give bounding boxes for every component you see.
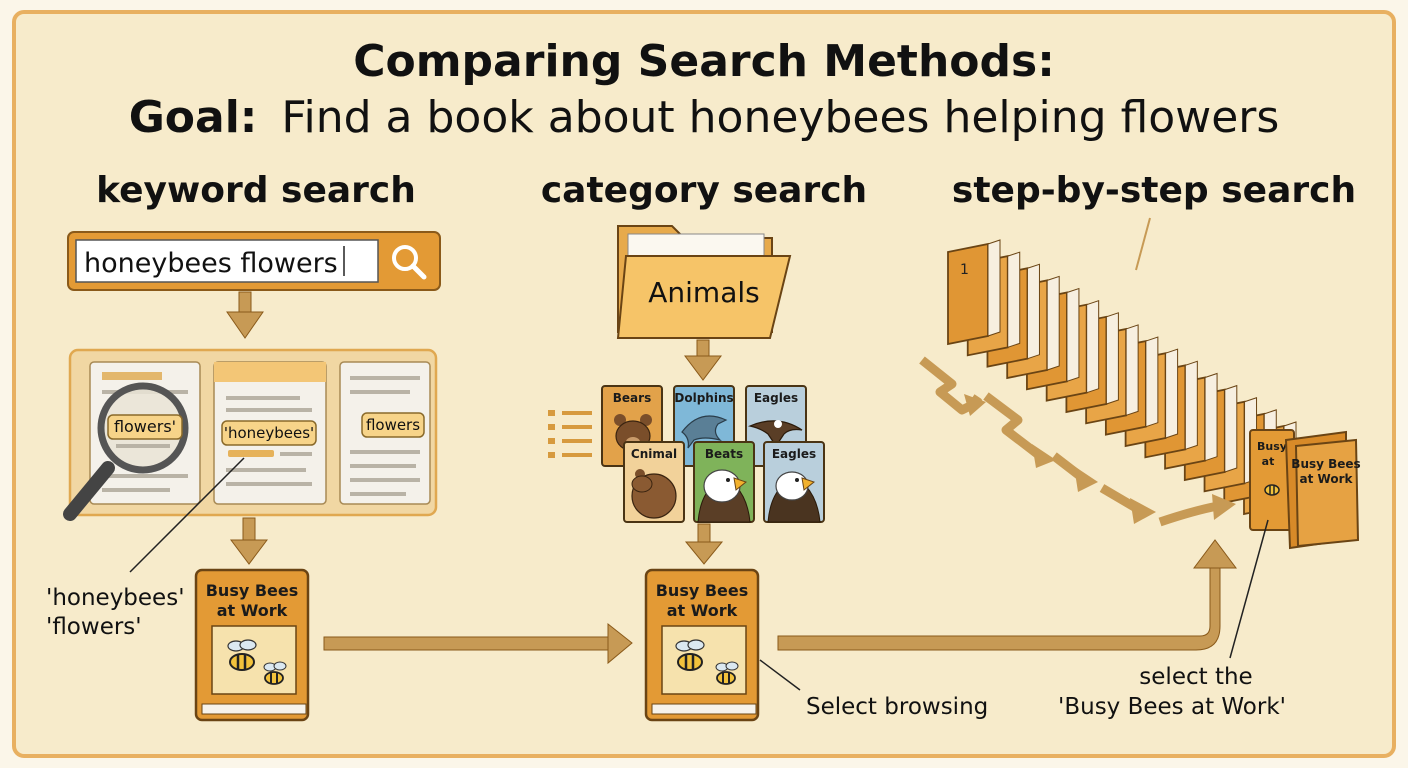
keyword-search-heading: keyword search — [96, 170, 416, 211]
folder-label: Animals — [648, 276, 759, 309]
magnifying-glass-icon: flowers' — [63, 382, 189, 521]
pointer-line — [1135, 217, 1151, 271]
highlight-flowers-text: flowers — [366, 416, 420, 434]
category-search-heading: category search — [541, 170, 867, 211]
search-input[interactable] — [75, 239, 379, 283]
bee-icon — [715, 661, 739, 685]
keyword-callout-2: 'flowers' — [46, 614, 142, 640]
highlight-honeybees-text: 'honeybees' — [224, 424, 314, 442]
category-card-beats[interactable]: Beats — [693, 441, 755, 523]
highlight-flowers — [361, 412, 425, 438]
keyword-callout-1: 'honeybees' — [46, 585, 185, 611]
folder-icon[interactable]: Animals — [616, 225, 792, 339]
step-caption-1: select the — [1139, 664, 1252, 690]
callout-line — [1229, 519, 1269, 659]
goal-text: Find a book about honeybees helping flow… — [281, 92, 1279, 143]
category-card-cnimal[interactable]: Cnimal — [623, 441, 685, 523]
list-icon — [548, 410, 592, 458]
arrow-down-icon — [226, 291, 264, 339]
book-busy-bees-keyword[interactable]: Busy Bees at Work — [194, 568, 310, 722]
eagle-icon — [767, 471, 821, 523]
step-search-heading: step-by-step search — [952, 170, 1356, 211]
card-label: Cnimal — [631, 447, 677, 461]
chevron-icon — [1212, 494, 1236, 520]
parchment-frame — [12, 10, 1396, 758]
eagle-icon — [697, 469, 751, 523]
card-label: Eagles — [772, 447, 816, 461]
category-card-eagles-bottom[interactable]: Eagles — [763, 441, 825, 523]
arrow-down-icon — [684, 339, 722, 381]
chevron-arrows — [919, 356, 1236, 527]
bee-icon — [1264, 484, 1280, 496]
keyword-book-title-1: Busy Bees — [206, 581, 299, 600]
final-book-title-1: Busy Bees — [1291, 457, 1360, 471]
arrow-right-icon — [323, 622, 633, 665]
arrow-up-right-icon — [777, 539, 1237, 651]
arrow-down-icon — [684, 523, 724, 565]
bee-icon — [675, 639, 705, 671]
chevron-icon — [1099, 484, 1139, 512]
dolphin-icon — [681, 415, 728, 449]
chevron-icon — [964, 394, 986, 416]
bee-icon — [227, 639, 257, 671]
book-number: 1 — [960, 262, 969, 278]
callout-line — [129, 457, 245, 573]
bee-icon — [263, 661, 287, 685]
card-label: Bears — [613, 391, 651, 405]
step-caption-2: 'Busy Bees at Work' — [1058, 694, 1286, 720]
magnified-flowers-text: flowers' — [114, 417, 176, 436]
chevron-icon — [1130, 498, 1156, 524]
search-input-value: honeybees flowers — [84, 248, 338, 279]
numbered-book[interactable]: 1 — [947, 239, 1001, 346]
search-icon[interactable] — [392, 245, 427, 280]
final-book-title-2: at Work — [1300, 472, 1354, 486]
highlight-honeybees — [221, 420, 317, 446]
bear-icon — [631, 469, 677, 519]
arrow-down-icon — [230, 517, 268, 565]
main-title: Comparing Search Methods: — [353, 36, 1055, 87]
partial-book-title-2: at — [1262, 455, 1275, 468]
category-book-title-2: at Work — [667, 601, 738, 620]
numbered-book-row: 1221!11(8776543321 — [947, 239, 1297, 516]
card-label: Dolphins — [674, 391, 733, 405]
goal-line: Goal: Find a book about honeybees helpin… — [129, 92, 1280, 143]
chevron-icon — [983, 392, 1043, 460]
book-busy-bees-partial[interactable]: Busy at — [1249, 429, 1295, 531]
category-book-title-1: Busy Bees — [656, 581, 749, 600]
partial-book-title-1: Busy — [1257, 440, 1287, 453]
goal-label: Goal: — [129, 92, 258, 143]
chevron-icon — [1032, 444, 1056, 468]
chevron-icon — [1074, 466, 1098, 492]
book-busy-bees-category[interactable]: Busy Bees at Work — [644, 568, 760, 722]
keyword-book-title-2: at Work — [217, 601, 288, 620]
category-caption: Select browsing — [806, 694, 988, 720]
callout-line — [759, 659, 801, 691]
card-label: Eagles — [754, 391, 798, 405]
card-label: Beats — [705, 447, 743, 461]
keyword-search-bar[interactable]: honeybees flowers — [67, 231, 441, 291]
book-busy-bees-stepwise[interactable]: Busy Bees at Work — [1284, 430, 1361, 550]
